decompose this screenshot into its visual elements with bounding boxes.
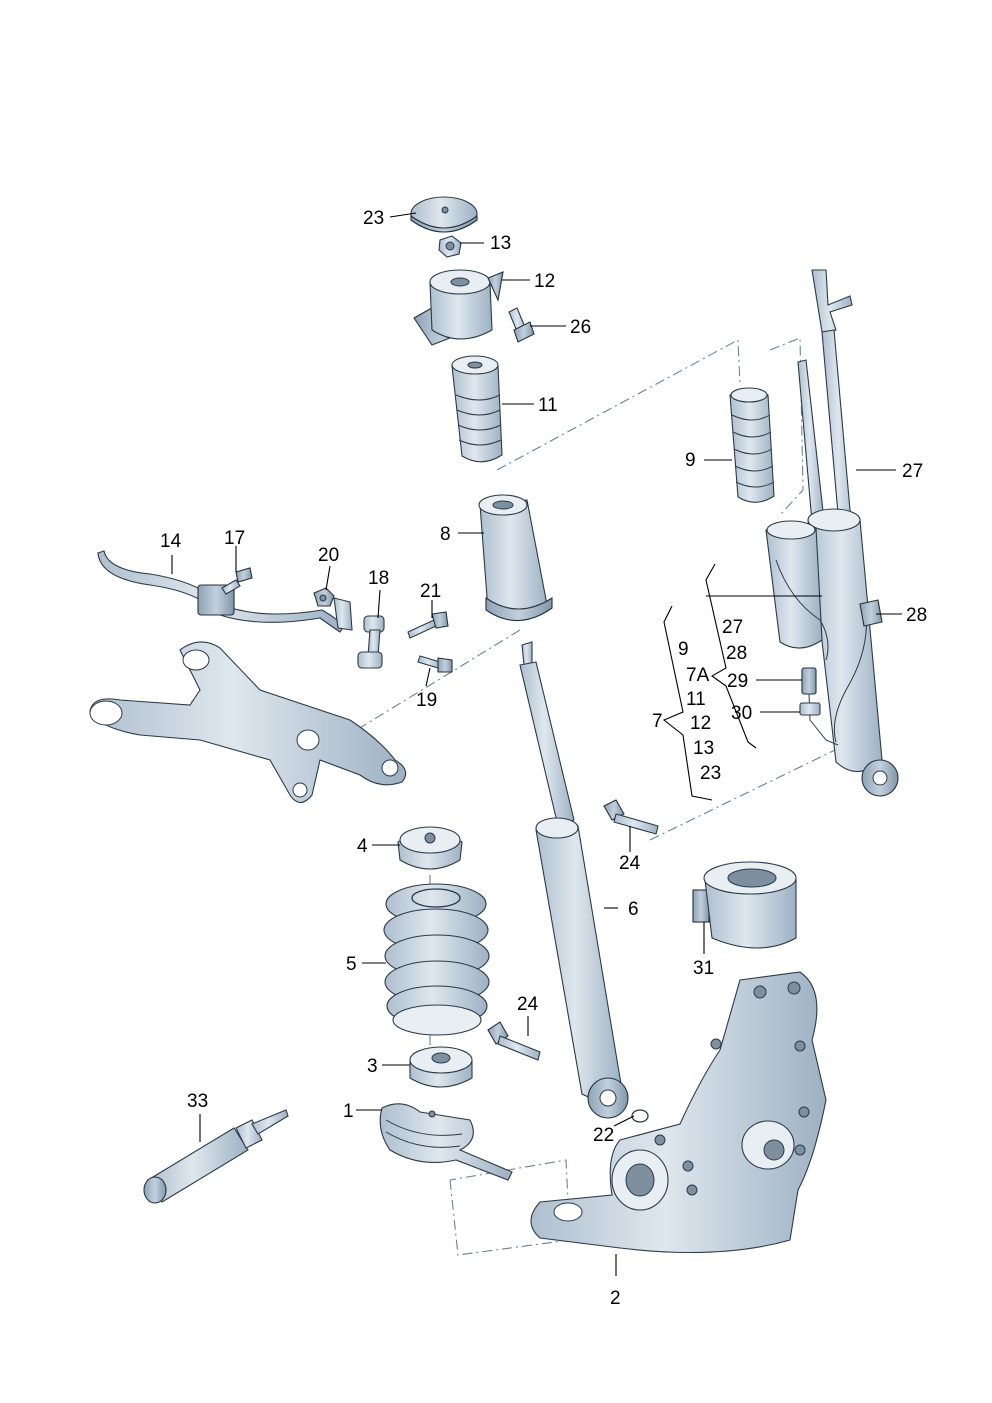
callout-30: 30 — [731, 703, 752, 724]
bolt-21 — [407, 611, 449, 639]
bolt-24-lower — [487, 1021, 541, 1061]
callout-19: 19 — [416, 690, 437, 711]
kit-7a-above: 28 — [726, 643, 747, 664]
coupling-link-18 — [357, 615, 385, 669]
bump-stop-11 — [451, 355, 503, 463]
spring-pad-1 — [379, 1103, 513, 1181]
kit-7-item: 11 — [686, 689, 706, 710]
callout-labels: 23 13 12 26 11 8 9 27 28 14 17 20 18 21 … — [160, 208, 927, 1309]
callout-2: 2 — [610, 1288, 621, 1309]
kit-7-item: 12 — [690, 713, 711, 734]
kit-7a-above: 27 — [722, 617, 743, 638]
connector-29 — [801, 667, 839, 746]
top-mount-12 — [413, 269, 504, 346]
clip-28 — [859, 599, 883, 627]
callout-31: 31 — [693, 958, 714, 979]
callout-6: 6 — [628, 899, 639, 920]
kit-brackets — [662, 563, 757, 801]
callout-20: 20 — [318, 545, 339, 566]
callout-3: 3 — [367, 1056, 378, 1077]
kit-7a-label: 7A — [686, 665, 710, 686]
callout-28: 28 — [906, 605, 927, 626]
callout-22: 22 — [593, 1125, 614, 1146]
callout-12: 12 — [534, 271, 555, 292]
callout-13: 13 — [490, 233, 511, 254]
shock-absorber-6 — [519, 641, 629, 1119]
callout-26: 26 — [570, 317, 591, 338]
bellows-9 — [729, 387, 775, 503]
bolt-24-upper — [603, 799, 659, 835]
bolt-19 — [417, 655, 453, 673]
nut-20 — [313, 587, 335, 607]
callout-23: 23 — [363, 208, 384, 229]
nut-13 — [438, 235, 462, 258]
spring-seat-3 — [409, 1046, 473, 1088]
connector-30 — [799, 702, 821, 716]
spring-seat-4 — [397, 826, 463, 870]
callout-21: 21 — [420, 581, 441, 602]
bolt-26 — [508, 307, 535, 343]
dust-boot-8 — [478, 494, 553, 622]
callout-17: 17 — [224, 528, 245, 549]
callout-18: 18 — [368, 568, 389, 589]
callout-33: 33 — [187, 1091, 208, 1112]
callout-4: 4 — [357, 836, 368, 857]
callout-24-lower: 24 — [517, 994, 539, 1015]
bolt-17 — [221, 567, 253, 595]
sleeve-31 — [692, 861, 797, 949]
cap-23 — [410, 196, 478, 233]
coil-spring-5 — [383, 883, 490, 1036]
washer-22 — [631, 1109, 649, 1123]
tube-33 — [143, 1109, 289, 1204]
kit-7-item: 13 — [693, 738, 714, 759]
callout-14: 14 — [160, 531, 182, 552]
callout-11: 11 — [538, 395, 558, 416]
callout-5: 5 — [346, 954, 357, 975]
wheel-carrier-2 — [530, 971, 827, 1254]
lower-wishbone — [89, 641, 407, 804]
leader-lines — [171, 212, 902, 1276]
kit-7-label: 7 — [652, 711, 663, 732]
callout-24-upper: 24 — [619, 853, 641, 874]
callout-8: 8 — [440, 524, 451, 545]
callout-27: 27 — [902, 461, 923, 482]
kit-7-item: 9 — [678, 639, 689, 660]
callout-9: 9 — [685, 450, 696, 471]
callout-1: 1 — [343, 1101, 354, 1122]
kit-list: 7 9 11 12 13 23 7A 27 28 — [652, 617, 747, 784]
kit-7-item: 23 — [700, 763, 721, 784]
callout-29: 29 — [727, 671, 748, 692]
electronic-shock-27 — [765, 269, 899, 797]
